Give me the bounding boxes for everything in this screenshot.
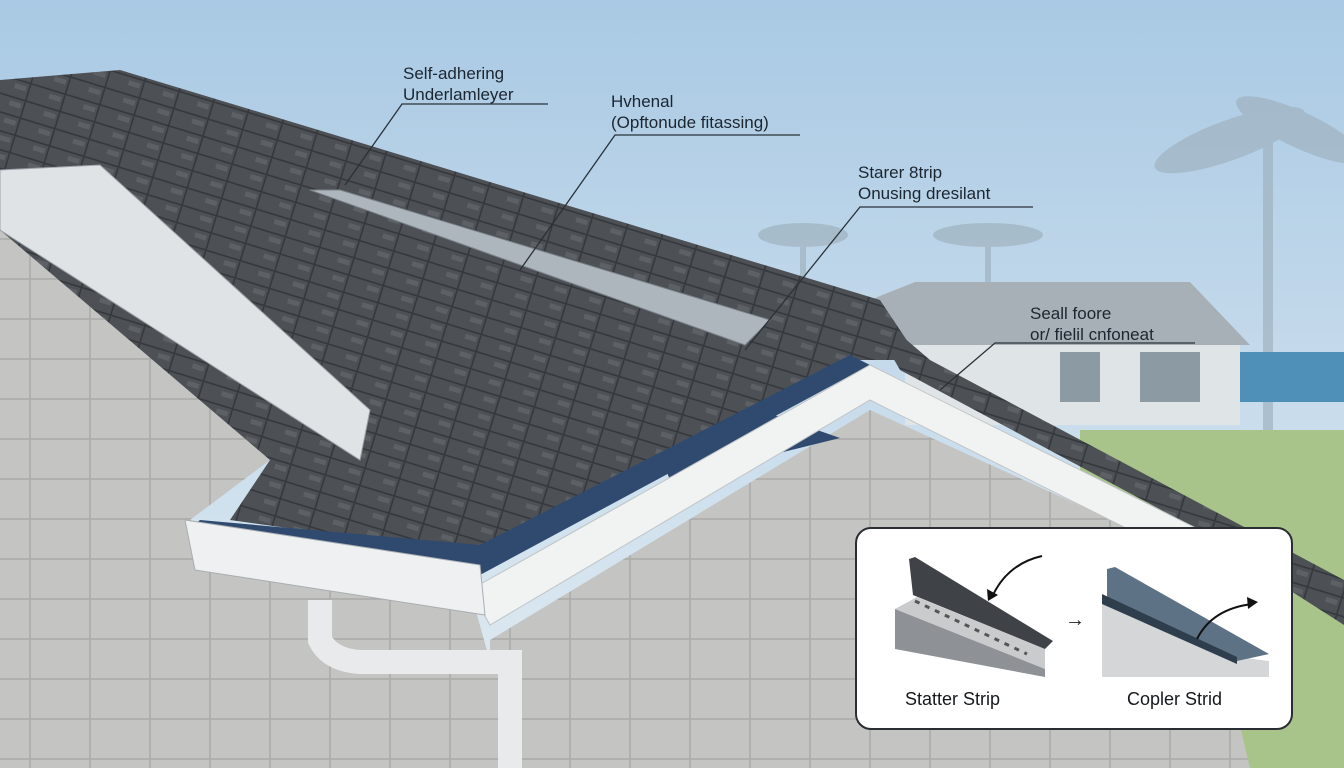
callout-line2: (Opftonude fitassing) (611, 113, 769, 132)
starter-strip-drawing (895, 557, 1053, 677)
curved-arrow-icon (991, 555, 1043, 598)
arrow-right-icon: → (1065, 609, 1085, 631)
callout-seal: Seall foore or/ fielil cnfoneat (1030, 303, 1154, 345)
gutter (184, 519, 486, 616)
underlayment (190, 355, 870, 575)
callout-line1: Self-adhering (403, 64, 505, 83)
callout-line1: Starer 8trip (858, 163, 943, 182)
callout-line2: Onusing dresilant (858, 184, 991, 203)
callout-line2: or/ fielil cnfoneat (1030, 325, 1154, 344)
cooler-strip-drawing (1102, 567, 1269, 677)
inset-label-left: Statter Strip (905, 689, 1001, 709)
callout-flashing: Hvhenal (Opftonude fitassing) (611, 91, 769, 133)
rake-trim (0, 164, 371, 461)
downspout (308, 600, 522, 768)
ocean (1230, 352, 1344, 402)
curved-arrow-icon (1196, 603, 1253, 640)
wall-siding-left (0, 230, 520, 768)
starter-strip-metal (309, 189, 771, 346)
callout-line1: Seall foore (1030, 304, 1112, 323)
callout-line1: Hvhenal (611, 92, 674, 111)
roof-shingles (0, 70, 920, 555)
callout-line2: Underlamleyer (403, 85, 514, 104)
callout-leaders (344, 103, 1195, 391)
callout-starter-strip: Starer 8trip Onusing dresilant (858, 162, 990, 204)
palm-trees (758, 96, 1344, 440)
callout-underlayment: Self-adhering Underlamleyer (403, 63, 514, 105)
inset-drawings: → (895, 555, 1269, 677)
comparison-inset: → Statter Strip Copler Strid (855, 527, 1293, 730)
inset-label-right: Copler Strid (1127, 689, 1223, 709)
